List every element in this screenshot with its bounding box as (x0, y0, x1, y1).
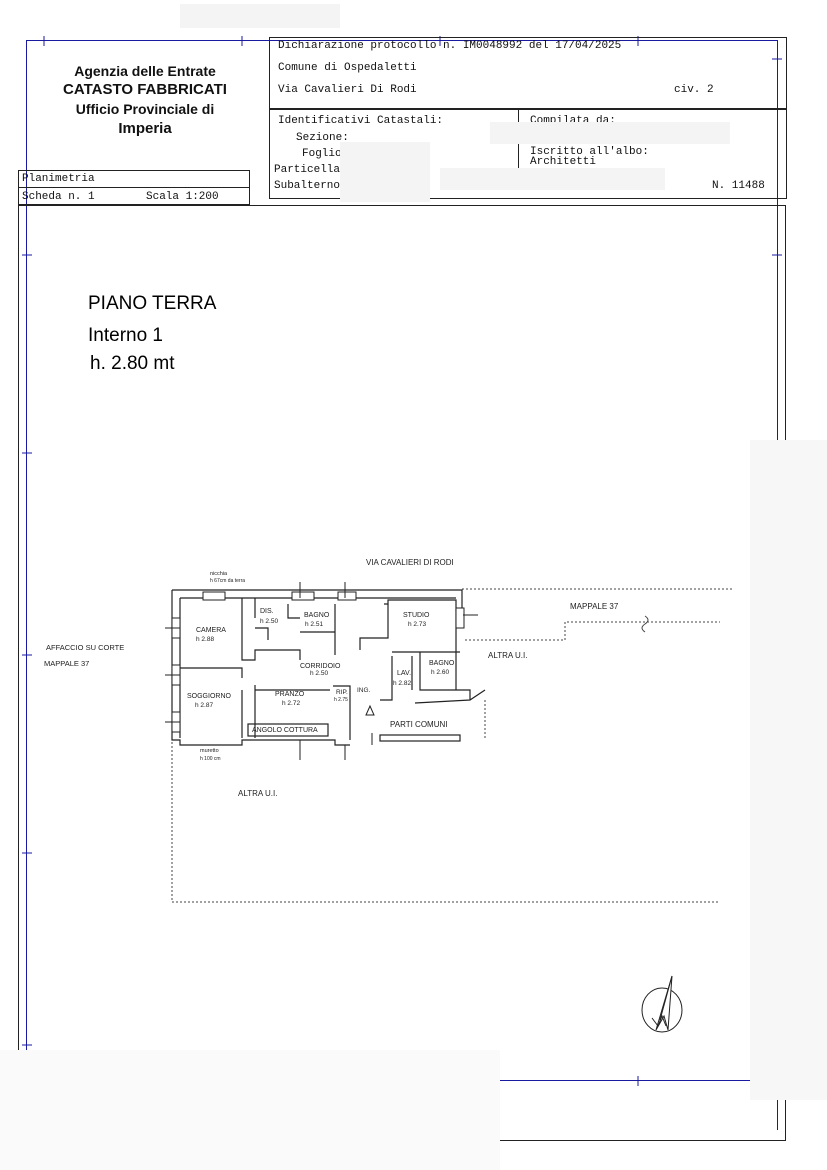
room-pranzo-height: h 2.72 (282, 700, 300, 707)
redacted-area-top (180, 4, 340, 28)
ufficio-city: Imperia (118, 120, 172, 137)
declaration-box (269, 37, 787, 109)
iscritto-value: Architetti (530, 156, 597, 168)
altezza-label: h. 2.80 mt (90, 353, 175, 374)
nicchia-label-1: nicchia (210, 571, 228, 577)
muretto-label-1: muretto (200, 748, 219, 754)
faded-right-band (750, 440, 827, 1100)
redacted-area-iscritto (440, 168, 665, 190)
affaccio-label-1: AFFACCIO SU CORTE (46, 643, 124, 652)
nicchia-label-2: h 67cm da terra (210, 578, 245, 584)
subalterno-label: Subalterno (274, 180, 341, 192)
room-bagno1-name: BAGNO (304, 612, 330, 619)
redacted-area-compilata (490, 122, 730, 144)
room-corridoio-height: h 2.50 (310, 670, 328, 677)
muretto-label-2: h 100 cm (200, 756, 221, 762)
room-studio-height: h 2.73 (408, 621, 426, 628)
ufficio-label: Ufficio Provinciale di (75, 101, 215, 117)
declaration-text: Dichiarazione protocollo n. IM0048992 de… (278, 40, 622, 52)
entrance-marker (365, 704, 375, 716)
room-bagno2-name: BAGNO (429, 660, 455, 667)
interno-label: Interno 1 (88, 325, 163, 346)
room-soggiorno-name: SOGGIORNO (187, 693, 232, 700)
room-rip-name: RIP. (336, 689, 348, 696)
room-corridoio-name: CORRIDOIO (300, 663, 341, 670)
foglio-label: Foglio (302, 148, 342, 160)
agency-block: Agenzia delle Entrate CATASTO FABBRICATI… (40, 62, 250, 140)
window-ticks (165, 582, 478, 760)
affaccio-label-2: MAPPALE 37 (44, 659, 89, 668)
room-camera-height: h 2.88 (196, 636, 214, 643)
room-bagno1-height: h 2.51 (305, 621, 323, 628)
room-bagno2-height: h 2.60 (431, 669, 449, 676)
parti-comuni-label: PARTI COMUNI (390, 720, 447, 729)
altra-right-label: ALTRA U.I. (488, 651, 527, 660)
mappale-top-label: MAPPALE 37 (570, 602, 619, 611)
plan-walls (171, 589, 486, 746)
street-label: VIA CAVALIERI DI RODI (366, 558, 454, 567)
room-dis-height: h 2.50 (260, 618, 278, 625)
catasto-title: CATASTO FABBRICATI (63, 81, 227, 98)
room-studio-name: STUDIO (403, 612, 430, 619)
drawing-frame-left-long (18, 205, 19, 1140)
numero-value: N. 11488 (712, 180, 765, 192)
comune-text: Comune di Ospedaletti (278, 62, 417, 74)
altra-bottom-label: ALTRA U.I. (238, 789, 277, 798)
plan-boundaries (171, 588, 732, 903)
room-lav-name: LAV. (397, 670, 411, 677)
room-pranzo-name: PRANZO (275, 691, 305, 698)
planimetria-divider (18, 187, 250, 188)
room-camera-name: CAMERA (196, 627, 226, 634)
agency-name: Agenzia delle Entrate (74, 63, 216, 79)
angolo-cottura-label: ANGOLO COTTURA (252, 727, 318, 734)
civ-text: civ. 2 (674, 84, 714, 96)
drawing-frame-top (18, 205, 786, 206)
scala-label: Scala 1:200 (146, 191, 219, 203)
ing-label: ING. (357, 687, 371, 694)
faded-bottom-band (0, 1050, 500, 1170)
break-mark (641, 615, 649, 633)
identifiers-box (269, 109, 787, 199)
room-lav-height: h 2.82 (393, 680, 411, 687)
scheda-label: Scheda n. 1 (22, 191, 95, 203)
via-text: Via Cavalieri Di Rodi (278, 84, 417, 96)
frame-left (26, 40, 27, 1080)
sezione-label: Sezione: (296, 132, 349, 144)
room-soggiorno-height: h 2.87 (195, 702, 213, 709)
room-dis-name: DIS. (260, 608, 274, 615)
identificativi-label: Identificativi Catastali: (278, 115, 444, 127)
piano-title: PIANO TERRA (88, 293, 217, 314)
particella-label: Particella (274, 164, 341, 176)
redacted-area-identifiers (340, 142, 430, 202)
iscritto-label: Iscritto all'albo: (530, 146, 649, 158)
planimetria-label: Planimetria (22, 173, 95, 185)
frame-top (26, 40, 778, 41)
room-rip-height: h 2.75 (334, 697, 348, 703)
north-arrow-icon (641, 975, 683, 1033)
